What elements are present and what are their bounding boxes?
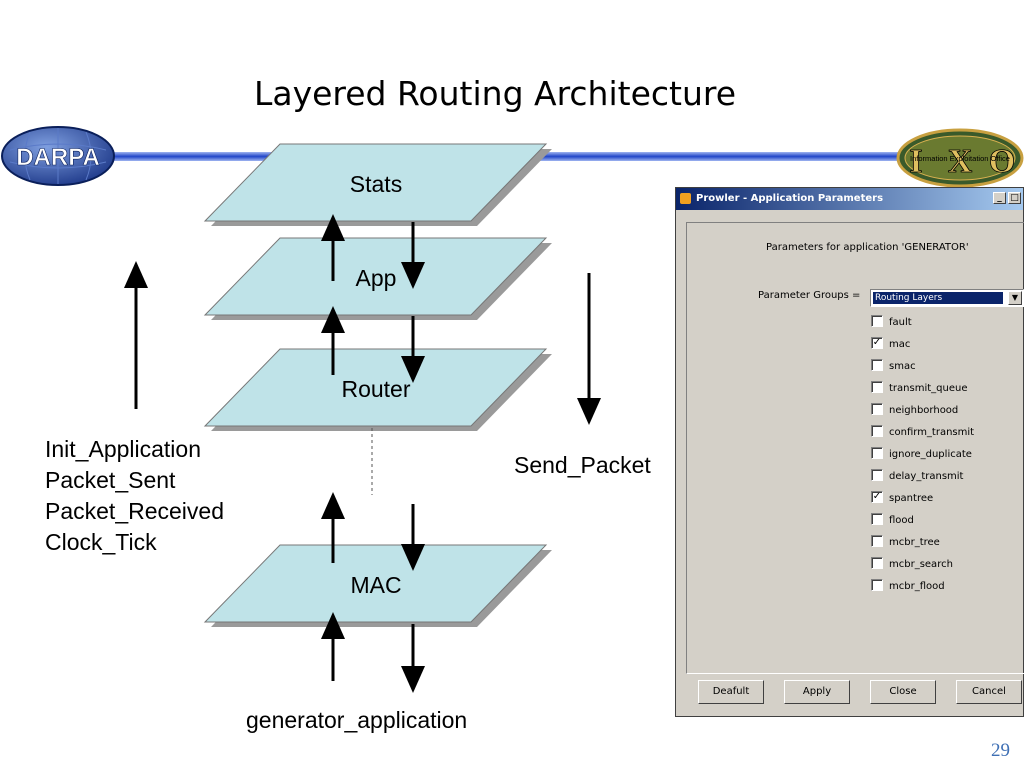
option-fault-row[interactable]: fault	[871, 315, 912, 330]
option-ignore-duplicate-row[interactable]: ignore_duplicate	[871, 447, 972, 462]
event-packet-received: Packet_Received	[45, 498, 224, 524]
option-mac-checkbox[interactable]: ✓	[871, 337, 883, 349]
darpa-logo-text: DARPA	[16, 144, 100, 171]
dialog-panel	[686, 222, 1024, 674]
option-delay-transmit-row[interactable]: delay_transmit	[871, 469, 964, 484]
ixo-logo-letter-x: X	[948, 143, 973, 180]
event-init-application: Init_Application	[45, 436, 201, 462]
send-packet-label: Send_Packet	[514, 452, 651, 478]
cancel-button[interactable]: Cancel	[956, 680, 1022, 704]
event-packet-sent: Packet_Sent	[45, 467, 176, 493]
option-label: fault	[889, 317, 912, 328]
layer-stats: Stats	[203, 143, 552, 226]
option-mcbr-flood-checkbox[interactable]	[871, 579, 883, 591]
option-mcbr-search-checkbox[interactable]	[871, 557, 883, 569]
maximize-icon[interactable]: □	[1008, 192, 1021, 204]
parameter-groups-value: Routing Layers	[873, 292, 1003, 304]
option-spantree-checkbox[interactable]: ✓	[871, 491, 883, 503]
option-mcbr-flood-row[interactable]: mcbr_flood	[871, 579, 945, 594]
parameter-groups-label: Parameter Groups =	[758, 290, 861, 301]
parameter-groups-select[interactable]: Routing Layers ▼	[870, 289, 1024, 307]
option-label: mac	[889, 339, 911, 350]
option-label: neighborhood	[889, 405, 959, 416]
layer-app-label: App	[356, 265, 397, 291]
option-label: mcbr_tree	[889, 537, 940, 548]
default-button[interactable]: Deafult	[698, 680, 764, 704]
option-mcbr-tree-row[interactable]: mcbr_tree	[871, 535, 940, 550]
event-clock-tick: Clock_Tick	[45, 529, 157, 555]
layer-router-label: Router	[341, 376, 410, 402]
upward-events-list: Init_Application Packet_Sent Packet_Rece…	[45, 434, 224, 558]
ixo-logo-text: Information Exploitation Office	[910, 154, 1010, 163]
slide-title: Layered Routing Architecture	[253, 74, 737, 113]
option-flood-row[interactable]: flood	[871, 513, 914, 528]
option-label: mcbr_flood	[889, 581, 945, 592]
option-label: flood	[889, 515, 914, 526]
dialog-titlebar[interactable]: Prowler - Application Parameters _ □	[676, 188, 1023, 210]
layer-mac-label: MAC	[350, 572, 401, 598]
option-mcbr-search-row[interactable]: mcbr_search	[871, 557, 953, 572]
option-flood-checkbox[interactable]	[871, 513, 883, 525]
layer-app: App	[203, 237, 552, 320]
option-label: smac	[889, 361, 916, 372]
option-smac-row[interactable]: smac	[871, 359, 916, 374]
darpa-logo: DARPA	[1, 126, 115, 186]
application-parameters-dialog: Prowler - Application Parameters _ □ Par…	[675, 187, 1024, 717]
option-delay-transmit-checkbox[interactable]	[871, 469, 883, 481]
ixo-logo-letter-i: I	[909, 143, 922, 180]
option-confirm-transmit-checkbox[interactable]	[871, 425, 883, 437]
option-ignore-duplicate-checkbox[interactable]	[871, 447, 883, 459]
option-transmit-queue-row[interactable]: transmit_queue	[871, 381, 968, 396]
chevron-down-icon[interactable]: ▼	[1008, 291, 1022, 305]
option-label: transmit_queue	[889, 383, 968, 394]
layer-mac: MAC	[203, 544, 552, 627]
dialog-title: Prowler - Application Parameters	[696, 193, 884, 204]
ixo-logo-letter-o: O	[989, 143, 1015, 180]
layer-router: Router	[203, 348, 552, 431]
java-app-icon	[680, 193, 691, 204]
ixo-logo: I X O Information Exploitation Office	[896, 128, 1024, 188]
option-neighborhood-row[interactable]: neighborhood	[871, 403, 959, 418]
option-smac-checkbox[interactable]	[871, 359, 883, 371]
option-label: ignore_duplicate	[889, 449, 972, 460]
apply-button[interactable]: Apply	[784, 680, 850, 704]
minimize-icon[interactable]: _	[993, 192, 1006, 204]
dialog-heading: Parameters for application 'GENERATOR'	[766, 242, 969, 253]
page-number: 29	[991, 740, 1010, 761]
option-transmit-queue-checkbox[interactable]	[871, 381, 883, 393]
option-confirm-transmit-row[interactable]: confirm_transmit	[871, 425, 975, 440]
layer-stats-label: Stats	[350, 171, 402, 197]
option-neighborhood-checkbox[interactable]	[871, 403, 883, 415]
option-label: confirm_transmit	[889, 427, 975, 438]
generator-application-label: generator_application	[246, 707, 468, 733]
option-fault-checkbox[interactable]	[871, 315, 883, 327]
option-label: mcbr_search	[889, 559, 953, 570]
option-label: spantree	[889, 493, 934, 504]
option-label: delay_transmit	[889, 471, 964, 482]
close-button[interactable]: Close	[870, 680, 936, 704]
option-mac-row[interactable]: ✓ mac	[871, 337, 911, 352]
option-spantree-row[interactable]: ✓ spantree	[871, 491, 934, 506]
option-mcbr-tree-checkbox[interactable]	[871, 535, 883, 547]
